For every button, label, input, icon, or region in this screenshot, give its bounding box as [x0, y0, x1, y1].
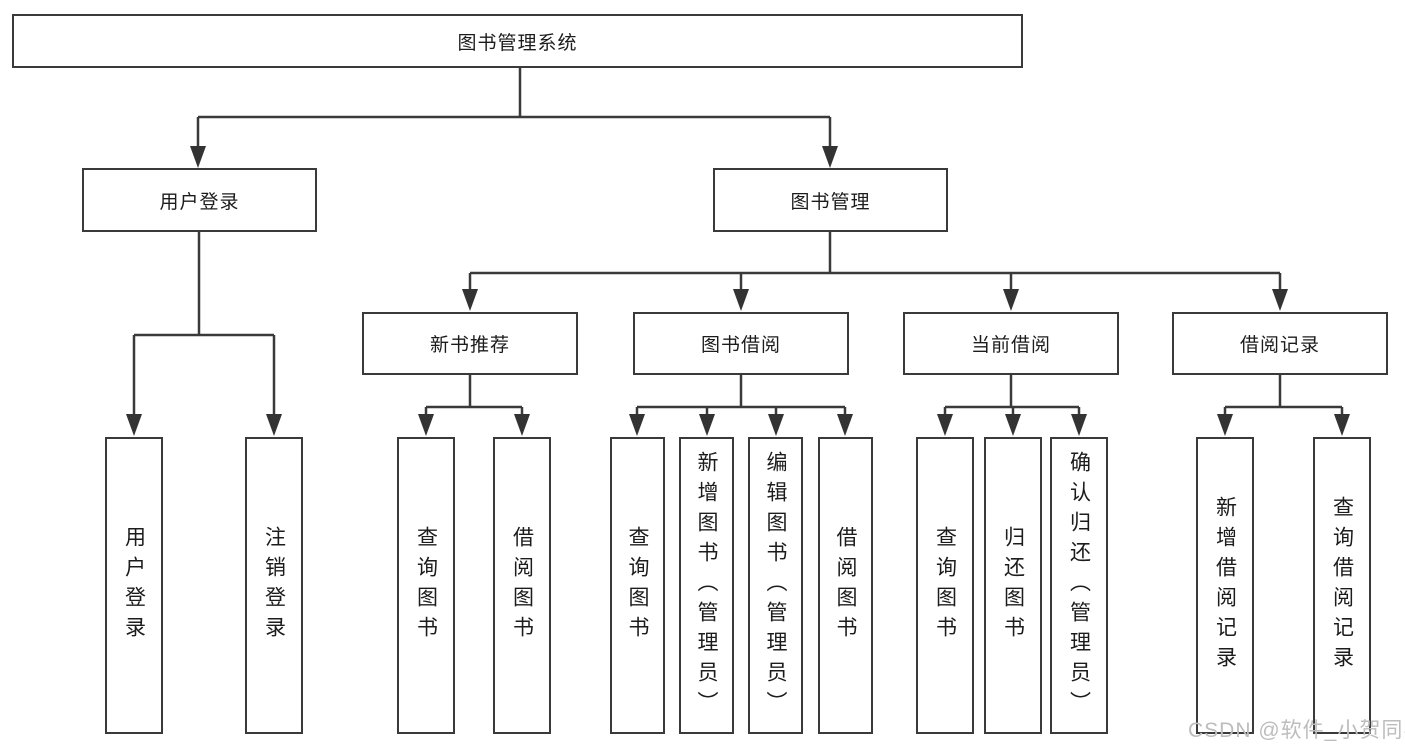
node-new-book-recommendation: 新书推荐: [362, 312, 578, 375]
leaf-borrow-books-recommend: 借阅图书: [493, 437, 551, 734]
arrow-down-icon: [1071, 414, 1087, 436]
arrow-down-icon: [837, 414, 853, 436]
connector-root-to-level2: [190, 68, 838, 168]
arrow-down-icon: [1003, 289, 1019, 311]
leaf-query-books-recommend: 查询图书: [397, 437, 455, 734]
arrow-down-icon: [418, 414, 434, 436]
node-library-management-system: 图书管理系统: [12, 14, 1023, 68]
csdn-watermark: CSDN @软件_小贺同学: [1188, 719, 1405, 742]
arrow-down-icon: [462, 289, 478, 311]
connector-current-to-leaves: [937, 375, 1087, 436]
arrow-down-icon: [266, 414, 282, 436]
arrow-down-icon: [1272, 289, 1288, 311]
node-book-borrowing: 图书借阅: [633, 312, 849, 375]
arrow-down-icon: [822, 146, 838, 168]
leaf-add-borrow-record: 新增借阅记录: [1196, 437, 1254, 734]
connector-newbooks-to-leaves: [418, 375, 530, 436]
leaf-query-books-current: 查询图书: [916, 437, 974, 734]
arrow-down-icon: [1217, 414, 1233, 436]
arrow-down-icon: [514, 414, 530, 436]
leaf-query-borrow-record: 查询借阅记录: [1313, 437, 1371, 734]
node-borrowing-records: 借阅记录: [1172, 312, 1388, 375]
arrow-down-icon: [733, 289, 749, 311]
leaf-user-login: 用户登录: [105, 437, 163, 734]
leaf-query-books-borrowing: 查询图书: [610, 437, 665, 734]
arrow-down-icon: [190, 146, 206, 168]
arrow-down-icon: [937, 414, 953, 436]
leaf-borrow-books-borrowing: 借阅图书: [818, 437, 873, 734]
connector-borrowing-to-leaves: [629, 375, 853, 436]
leaf-logout: 注销登录: [245, 437, 303, 734]
connector-bookmgmt-to-level3: [462, 232, 1288, 311]
arrow-down-icon: [768, 414, 784, 436]
arrow-down-icon: [629, 414, 645, 436]
arrow-down-icon: [1334, 414, 1350, 436]
arrow-down-icon: [699, 414, 715, 436]
connector-userlogin-to-leaves: [126, 232, 282, 436]
node-user-login: 用户登录: [82, 168, 317, 232]
node-current-borrowing: 当前借阅: [903, 312, 1119, 375]
leaf-edit-books-admin: 编辑图书（管理员）: [748, 437, 803, 734]
leaf-confirm-return-admin: 确认归还（管理员）: [1050, 437, 1108, 734]
node-book-management: 图书管理: [713, 168, 948, 232]
arrow-down-icon: [1005, 414, 1021, 436]
connector-records-to-leaves: [1217, 375, 1350, 436]
arrow-down-icon: [126, 414, 142, 436]
leaf-add-books-admin: 新增图书（管理员）: [679, 437, 734, 734]
leaf-return-books: 归还图书: [984, 437, 1042, 734]
